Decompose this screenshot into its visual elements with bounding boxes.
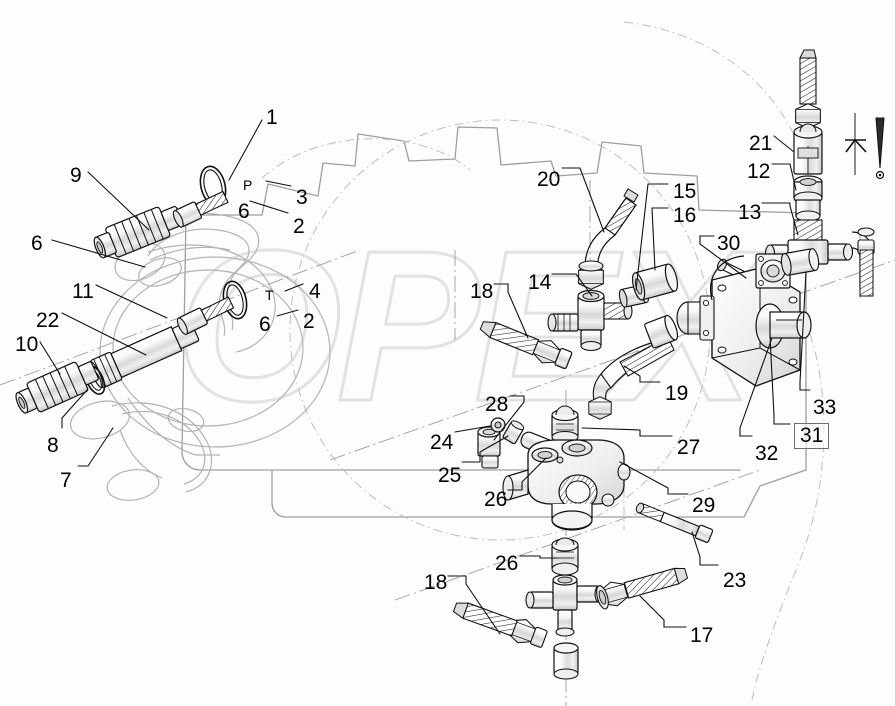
callout-21-c21: 21 (749, 132, 773, 155)
part-bottom-cross (452, 537, 689, 680)
projection-symbol (845, 113, 885, 180)
part-washer-24 (490, 417, 506, 433)
callout-15-c15: 15 (673, 180, 697, 203)
part-relief-valve-21 (793, 49, 823, 175)
part-fitting-27 (551, 405, 579, 454)
part-quick-coupler-9 (93, 205, 184, 259)
callout-32-c32: 32 (755, 442, 779, 465)
callout-8-c8: 8 (47, 434, 59, 457)
callout-33-c33: 33 (813, 396, 837, 419)
part-cross-14 (547, 289, 633, 352)
part-elbow-right (851, 227, 875, 297)
callout-11-c11: 11 (72, 280, 94, 303)
part-bushing-25 (502, 420, 525, 445)
part-quick-coupler-10 (15, 361, 99, 414)
port-mark-p: P (243, 177, 253, 193)
part-coupling-16 (631, 263, 679, 301)
callout-18-c18b: 18 (424, 571, 448, 594)
part-adapter-9b (172, 190, 229, 228)
callout-30-c30: 30 (717, 232, 741, 255)
callout-22-c22: 22 (36, 309, 60, 332)
callout-24-c24: 24 (430, 431, 454, 454)
callout-29-c29: 29 (692, 494, 716, 517)
leader-lines (39, 119, 811, 635)
callout-17-c17: 17 (690, 624, 714, 647)
part-fitting-33 (780, 248, 820, 276)
callout-23-c23: 23 (723, 569, 747, 592)
callout-26-c26a: 26 (484, 488, 508, 511)
callout-14-c14: 14 (528, 271, 552, 294)
callout-7-c7: 7 (60, 469, 72, 492)
part-tube-20 (578, 188, 639, 290)
callout-6-c6b: 6 (31, 232, 43, 255)
callout-28-c28: 28 (485, 393, 509, 416)
callout-1-c1: 1 (266, 106, 278, 129)
callout-12-c12: 12 (747, 160, 771, 183)
background-machine-outline (181, 126, 807, 518)
callout-19-c19: 19 (665, 382, 689, 405)
callout-26-c26b: 26 (495, 552, 519, 575)
callout-25-c25: 25 (438, 464, 462, 487)
callout-3-c3: 3 (296, 186, 308, 209)
housing-flange-outline (99, 244, 331, 501)
callout-9-c9: 9 (70, 164, 82, 187)
callout-27-c27: 27 (677, 436, 701, 459)
part-hose-18-upper (479, 321, 573, 370)
callout-20-c20: 20 (537, 168, 561, 191)
part-adapter-22b (176, 296, 235, 335)
part-control-valve-29 (502, 439, 631, 531)
callout-2-c2b: 2 (303, 310, 315, 333)
callout-2-c2a: 2 (293, 215, 305, 238)
callout-18-c18a: 18 (470, 280, 494, 303)
callout-6-c6a: 6 (238, 200, 250, 223)
part-bolt-23 (635, 502, 714, 543)
part-elbow-hose-19 (588, 314, 679, 420)
callout-4-c4: 4 (309, 280, 321, 303)
callout-10-c10: 10 (15, 333, 39, 356)
callout-13-c13: 13 (738, 201, 762, 224)
callout-31-c31: 31 (794, 423, 830, 449)
part-union-12 (793, 175, 823, 222)
callout-6-c6c: 6 (259, 313, 271, 336)
callout-16-c16: 16 (673, 204, 697, 227)
port-mark-t: T (265, 287, 274, 303)
